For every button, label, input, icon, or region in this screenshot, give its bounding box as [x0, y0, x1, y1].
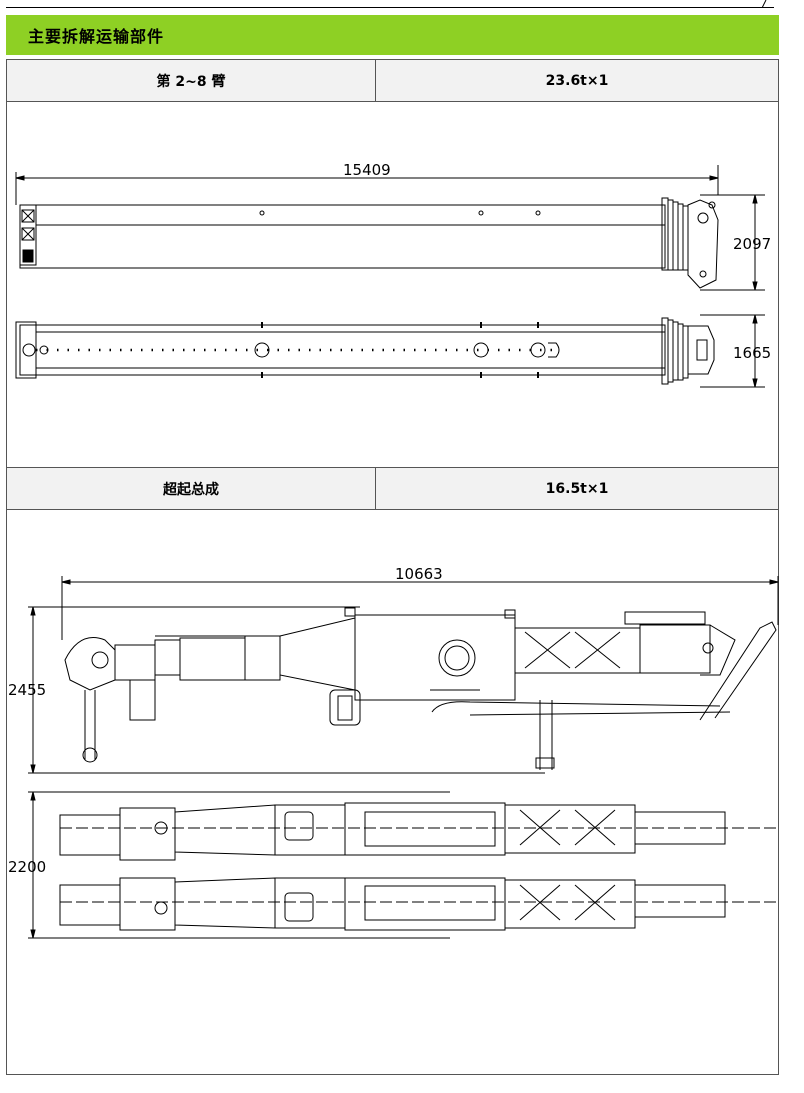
component-weight: 16.5t×1 [545, 480, 609, 497]
dim-boom-length: 15409 [343, 161, 391, 179]
top-rule [6, 7, 774, 8]
table-frame [6, 59, 779, 1075]
row-header-boom: 第 2~8 臂 23.6t×1 [6, 59, 779, 102]
row-header-superlift: 超起总成 16.5t×1 [6, 467, 779, 510]
dim-superlift-top-height: 2200 [8, 858, 47, 876]
dim-boom-top-height: 1665 [733, 344, 772, 362]
component-name: 超起总成 [7, 468, 376, 509]
component-name: 第 2~8 臂 [7, 60, 376, 101]
section-header: 主要拆解运输部件 [6, 15, 779, 55]
dim-superlift-side-height: 2455 [8, 681, 47, 699]
corner-tick [761, 0, 767, 8]
component-weight: 23.6t×1 [545, 72, 609, 89]
section-title: 主要拆解运输部件 [28, 27, 165, 46]
dim-superlift-length: 10663 [395, 565, 443, 583]
dim-boom-side-height: 2097 [733, 235, 772, 253]
